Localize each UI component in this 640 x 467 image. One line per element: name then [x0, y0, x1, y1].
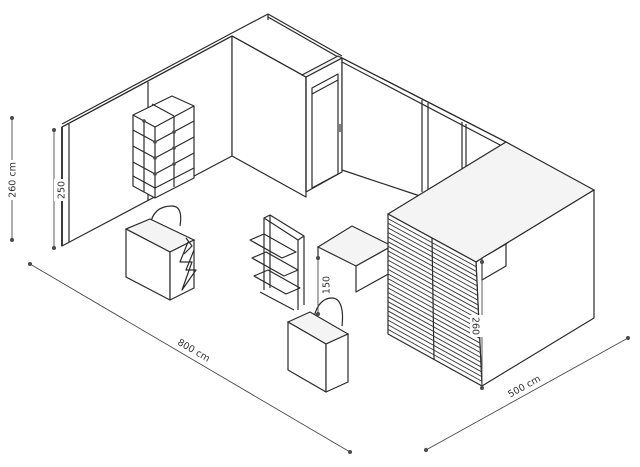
- storage-slat: [387, 315, 482, 368]
- storage-slat: [387, 292, 481, 344]
- width-label: 500 cm: [506, 373, 543, 400]
- storage-slat: [387, 305, 481, 358]
- left-counter: [124, 205, 196, 301]
- storage-door: [311, 73, 339, 189]
- back-wall: [231, 35, 307, 198]
- storage-room: [300, 55, 344, 193]
- storage-slat: [387, 301, 481, 354]
- counter-height-label: 150: [322, 276, 333, 294]
- storage-slat: [387, 319, 482, 373]
- shelf-cubes: [132, 95, 195, 199]
- display-rack: [249, 214, 305, 311]
- reception-desk: [286, 297, 350, 393]
- storage-slat: [387, 324, 482, 377]
- storage-door-split: [431, 237, 435, 361]
- front-chair: [313, 297, 344, 327]
- storage-box: [386, 141, 596, 387]
- inner-height-label: 250: [57, 181, 68, 199]
- storage-slat: [387, 296, 481, 349]
- outer-height-label: 260 cm: [8, 162, 19, 198]
- storage-slat: [387, 310, 482, 363]
- storage-slat: [387, 287, 480, 339]
- storage-slat: [387, 328, 482, 382]
- back-walls: [61, 13, 343, 247]
- decor-plant: [179, 237, 197, 291]
- dimension-lines: [10, 116, 630, 454]
- left-chair: [149, 205, 182, 227]
- right-wall: [341, 57, 507, 197]
- storage-height-label: 260: [470, 317, 481, 335]
